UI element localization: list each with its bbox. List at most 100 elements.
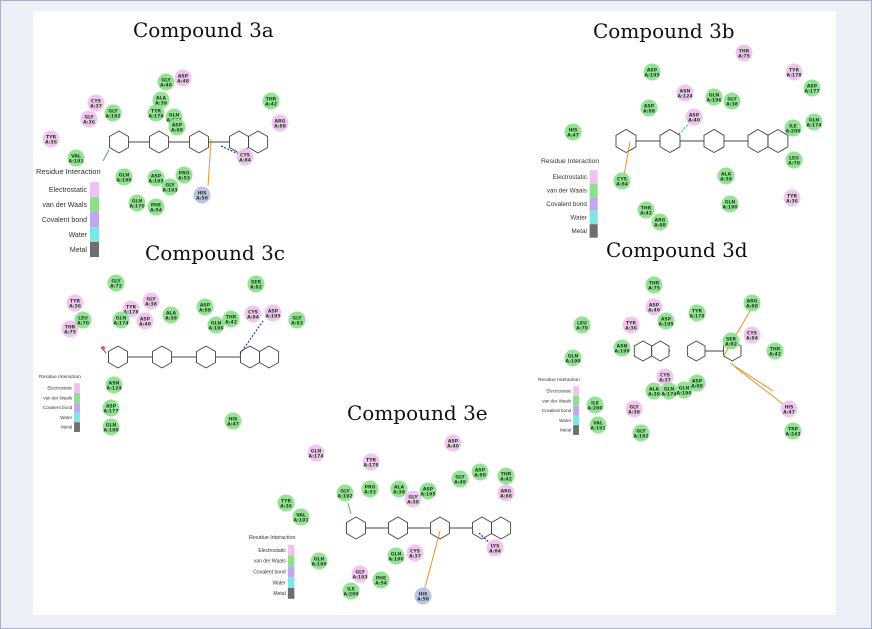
residue-name: TYR bbox=[70, 298, 80, 304]
residue-chain: A:48 bbox=[177, 79, 189, 85]
legend-swatch bbox=[589, 197, 598, 211]
legend-swatch bbox=[573, 425, 579, 435]
residue-chain: A:54 bbox=[375, 581, 387, 587]
residue-name: ASP bbox=[448, 438, 459, 444]
residue-name: HIS bbox=[198, 190, 207, 196]
residue-chain: A:200 bbox=[785, 129, 800, 135]
legend-label: van der Waals bbox=[254, 559, 286, 565]
residue-circle bbox=[637, 201, 655, 219]
residue-chain: A:177 bbox=[804, 89, 819, 95]
residue-name: ASP bbox=[200, 302, 211, 308]
residue-name: PRO bbox=[179, 170, 190, 176]
ring bbox=[109, 130, 129, 154]
residue-chain: A:191 bbox=[68, 159, 83, 165]
residue-name: GLN bbox=[119, 172, 130, 178]
residue-name: ARG bbox=[747, 298, 758, 304]
residue-circle bbox=[74, 311, 92, 329]
residue-chain: A:84 bbox=[616, 182, 628, 188]
residue-chain: A:75 bbox=[648, 286, 660, 292]
residue-chain: A:192 bbox=[633, 434, 648, 440]
residue-circle bbox=[147, 169, 165, 187]
residue-circle bbox=[105, 376, 123, 394]
bond-line bbox=[734, 366, 784, 405]
residue-circle bbox=[675, 381, 693, 399]
legend-swatch bbox=[573, 415, 579, 426]
residue-circle bbox=[803, 79, 821, 97]
legend-swatch bbox=[90, 212, 99, 227]
residue-circle bbox=[780, 400, 798, 418]
legend-label: Metal bbox=[61, 425, 72, 430]
residue-chain: A:88 bbox=[654, 223, 666, 229]
residue-chain: A:191 bbox=[293, 518, 308, 524]
residue-name: ASP bbox=[268, 308, 279, 314]
residue-chain: A:193 bbox=[162, 188, 177, 194]
residue-name: ARG bbox=[501, 488, 512, 494]
residue-chain: A:38 bbox=[726, 102, 738, 108]
residue-name: ILE bbox=[789, 123, 797, 129]
legend-label: Electrostatic bbox=[49, 187, 88, 194]
legend-swatch bbox=[74, 422, 80, 432]
residue-chain: A:124 bbox=[677, 94, 692, 100]
residue-chain: A:36 bbox=[280, 504, 292, 510]
residue-name: TYR bbox=[151, 108, 161, 114]
residue-name: GLY bbox=[165, 182, 175, 188]
residue-chain: A:199 bbox=[614, 349, 629, 355]
residue-name: LEU bbox=[78, 315, 88, 321]
residue-circle bbox=[288, 311, 306, 329]
residue-circle bbox=[497, 467, 515, 485]
residue-chain: A:84 bbox=[746, 336, 758, 342]
residue-chain: A:38 bbox=[145, 302, 157, 308]
residue-circle bbox=[87, 94, 105, 112]
residue-circle bbox=[336, 484, 354, 502]
residue-name: SER bbox=[251, 279, 261, 285]
residue-name: TRP bbox=[788, 426, 799, 432]
residue-name: GLN bbox=[132, 198, 143, 204]
residue-circle bbox=[419, 482, 437, 500]
legend-label: Electrostatic bbox=[546, 389, 571, 394]
residue-chain: A:38 bbox=[407, 500, 419, 506]
residue-name: ASP bbox=[151, 173, 162, 179]
residue-name: ALA bbox=[156, 95, 166, 101]
legend-swatch bbox=[287, 566, 295, 578]
legend-swatch bbox=[589, 183, 598, 198]
residue-circle bbox=[573, 316, 591, 334]
residue-name: GLY bbox=[727, 96, 737, 102]
residue-circle bbox=[743, 326, 761, 344]
bond-line bbox=[102, 149, 110, 162]
residue-chain: A:54 bbox=[150, 208, 162, 214]
residue-circle bbox=[174, 69, 192, 87]
legend-label: Water bbox=[69, 232, 88, 239]
interaction-diagrams: GLYA:48ASPA:48CYSA:37GLYA:192GLYA:36ALAA… bbox=[36, 18, 823, 605]
legend-title: Residue Interaction bbox=[541, 158, 599, 165]
residue-circle bbox=[651, 213, 669, 231]
residue-circle bbox=[387, 547, 405, 565]
residue-circle bbox=[147, 198, 165, 216]
ring bbox=[767, 128, 789, 154]
residue-circle bbox=[688, 304, 706, 322]
residue-name: GLN bbox=[211, 320, 222, 326]
legend-label: Water bbox=[570, 215, 587, 222]
residue-chain: A:88 bbox=[691, 384, 703, 390]
residue-circle bbox=[656, 368, 674, 386]
residue-chain: A:190 bbox=[311, 562, 326, 568]
